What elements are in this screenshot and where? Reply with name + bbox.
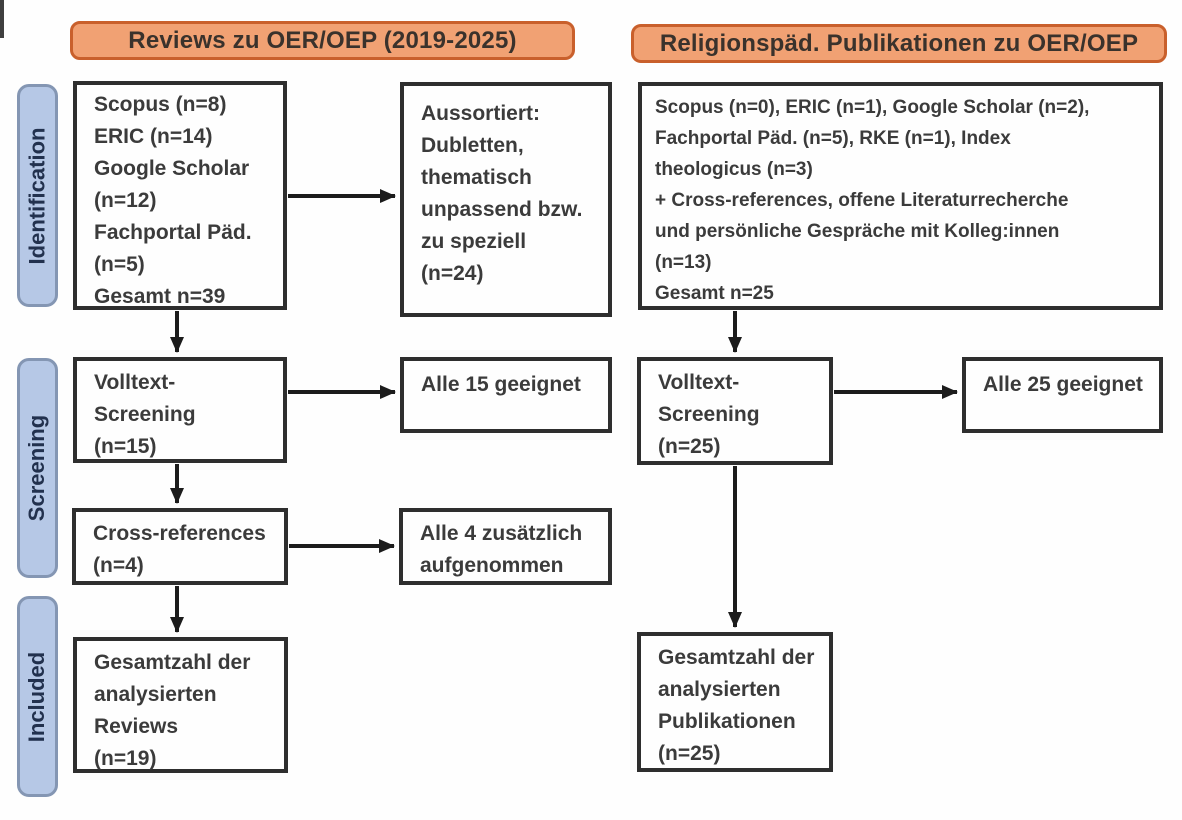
- box-left-cross-references: Cross-references (n=4): [72, 508, 288, 585]
- box-right-fulltext-screening: Volltext- Screening (n=25): [637, 357, 833, 465]
- column-header-reviews-label: Reviews zu OER/OEP (2019-2025): [128, 26, 517, 54]
- box-left-fulltext-result: Alle 15 geeignet: [400, 357, 612, 433]
- scan-artifact: [0, 0, 4, 38]
- box-left-sources: Scopus (n=8) ERIC (n=14) Google Scholar …: [73, 81, 287, 310]
- box-left-excluded: Aussortiert: Dubletten, thematisch unpas…: [400, 82, 612, 317]
- box-right-fulltext-result: Alle 25 geeignet: [962, 357, 1163, 433]
- box-left-included-total: Gesamtzahl der analysierten Reviews (n=1…: [73, 637, 288, 773]
- stage-label-identification: Identification: [17, 84, 58, 307]
- column-header-religionspaed-label: Religionspäd. Publikationen zu OER/OEP: [659, 29, 1139, 57]
- box-left-fulltext-screening: Volltext- Screening (n=15): [73, 357, 287, 463]
- box-right-sources: Scopus (n=0), ERIC (n=1), Google Scholar…: [638, 82, 1163, 310]
- box-left-cross-references-result: Alle 4 zusätzlich aufgenommen: [399, 508, 612, 585]
- box-right-included-total: Gesamtzahl der analysierten Publikatione…: [637, 632, 833, 772]
- stage-label-screening: Screening: [17, 358, 58, 578]
- column-header-reviews: Reviews zu OER/OEP (2019-2025): [70, 21, 575, 60]
- column-header-religionspaed: Religionspäd. Publikationen zu OER/OEP: [631, 24, 1167, 63]
- stage-label-included: Included: [17, 596, 58, 797]
